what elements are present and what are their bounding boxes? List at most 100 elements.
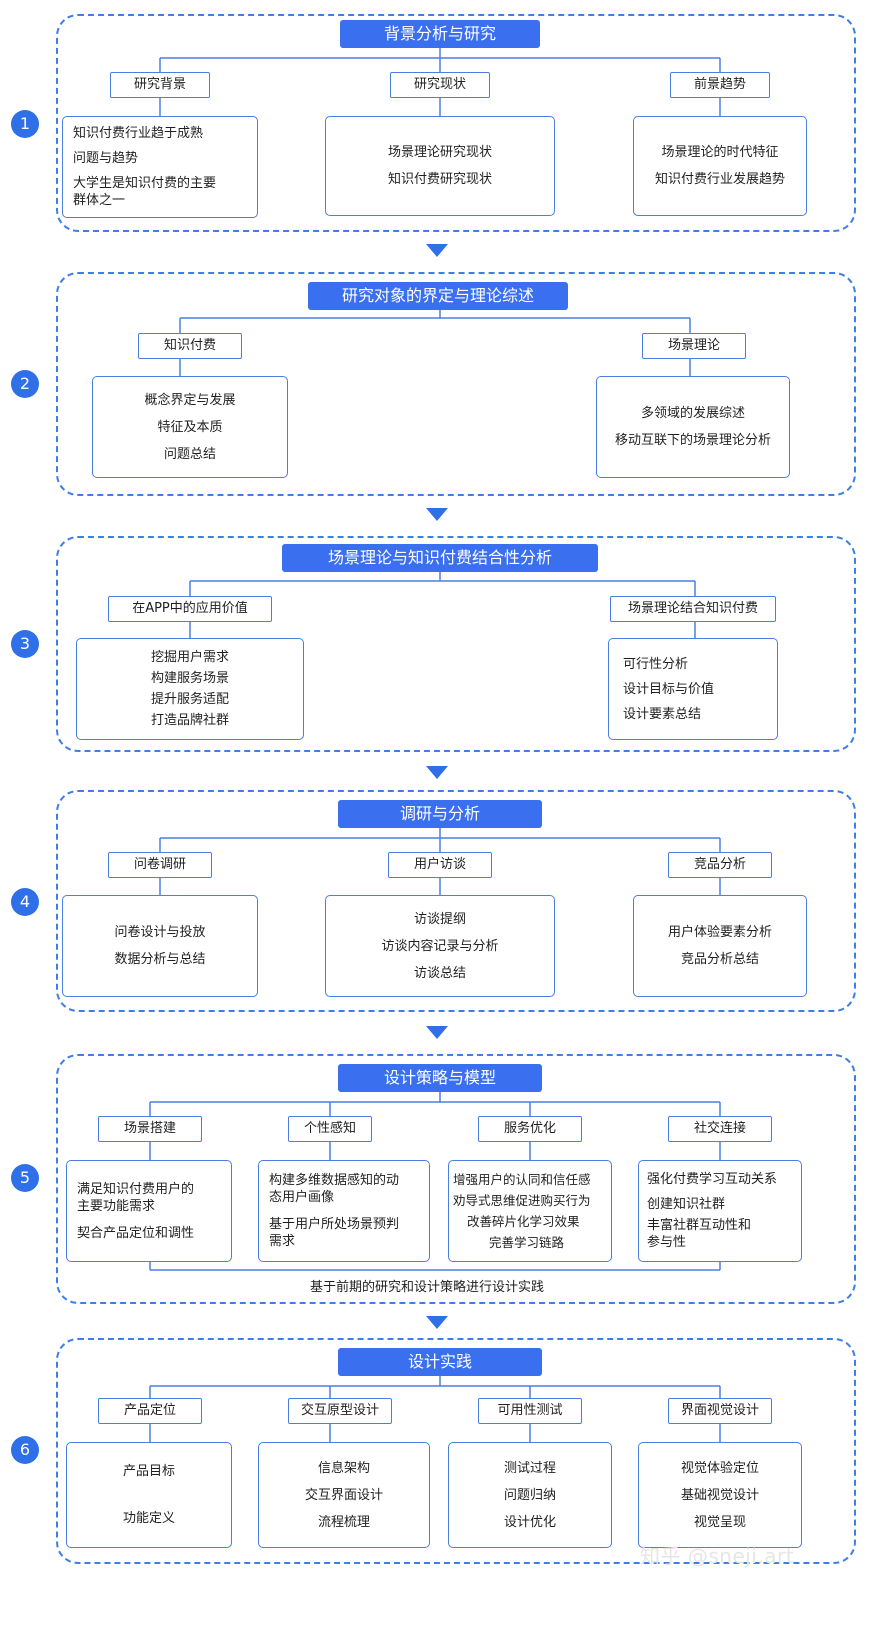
subtopic-label: 用户访谈	[388, 852, 492, 878]
subtopic-label: 可用性测试	[478, 1398, 582, 1424]
topic-line: 概念界定与发展	[144, 392, 236, 408]
subtopic-label: 研究现状	[390, 72, 490, 98]
step-number-5: 5	[11, 1164, 39, 1192]
topic-box: 挖掘用户需求 构建服务场景 提升服务适配 打造品牌社群	[76, 638, 304, 740]
topic-box: 构建多维数据感知的动 态用户画像 基于用户所处场景预判 需求	[258, 1160, 430, 1262]
topic-line: 场景理论研究现状	[387, 145, 492, 160]
topic-line: 构建多维数据感知的动	[269, 1173, 400, 1188]
step-number-3: 3	[11, 630, 39, 658]
subtopic-label: 问卷调研	[108, 852, 212, 878]
topic-line: 知识付费行业发展趋势	[654, 172, 785, 187]
section-2	[56, 272, 856, 496]
step-number-4: 4	[11, 888, 39, 916]
topic-line: 参与性	[647, 1235, 687, 1250]
topic-box: 访谈提纲 访谈内容记录与分析 访谈总结	[325, 895, 555, 997]
subtopic-label: 知识付费	[138, 333, 242, 359]
section-5	[56, 1054, 856, 1304]
section-title: 背景分析与研究	[340, 20, 540, 48]
subtopic-label: 前景趋势	[670, 72, 770, 98]
topic-line: 交互界面设计	[304, 1487, 383, 1503]
section-title: 设计实践	[338, 1348, 542, 1376]
topic-line: 访谈提纲	[413, 911, 466, 927]
subtopic-label: 研究背景	[110, 72, 210, 98]
topic-line: 知识付费行业趋于成熟	[73, 126, 204, 141]
topic-line: 丰富社群互动性和	[647, 1218, 752, 1233]
topic-box: 可行性分析 设计目标与价值 设计要素总结	[608, 638, 778, 740]
subtopic-label: 产品定位	[98, 1398, 202, 1424]
topic-box: 用户体验要素分析 竞品分析总结	[633, 895, 807, 997]
topic-line: 访谈总结	[413, 965, 466, 981]
watermark: 知乎 @sneji.art	[640, 1544, 795, 1568]
topic-line: 需求	[269, 1234, 296, 1249]
topic-line: 基础视觉设计	[680, 1487, 759, 1503]
subtopic-label: 交互原型设计	[288, 1398, 392, 1424]
topic-line: 完善学习链路	[489, 1235, 565, 1250]
topic-line: 创建知识社群	[647, 1197, 726, 1212]
topic-line: 问题与趋势	[73, 151, 139, 166]
down-arrow-icon	[426, 244, 448, 257]
subtopic-label: 场景理论	[642, 333, 746, 359]
topic-line: 访谈内容记录与分析	[381, 938, 499, 954]
topic-line: 打造品牌社群	[150, 713, 229, 728]
topic-line: 视觉呈现	[693, 1514, 746, 1530]
topic-line: 视觉体验定位	[680, 1460, 759, 1476]
topic-line: 数据分析与总结	[114, 952, 206, 967]
topic-line: 问题归纳	[503, 1487, 556, 1503]
subtopic-label: 场景理论结合知识付费	[610, 596, 776, 622]
topic-line: 多领域的发展综述	[640, 406, 745, 421]
subtopic-label: 在APP中的应用价值	[108, 596, 272, 622]
topic-line: 群体之一	[73, 193, 126, 208]
topic-line: 改善碎片化学习效果	[467, 1214, 580, 1229]
subtopic-label: 服务优化	[478, 1116, 582, 1142]
topic-box: 强化付费学习互动关系 创建知识社群 丰富社群互动性和 参与性	[638, 1160, 802, 1262]
subtopic-label: 社交连接	[668, 1116, 772, 1142]
subtopic-label: 竞品分析	[668, 852, 772, 878]
topic-line: 产品目标	[122, 1464, 175, 1479]
topic-box: 场景理论研究现状 知识付费研究现状	[325, 116, 555, 216]
topic-line: 移动互联下的场景理论分析	[614, 433, 771, 448]
topic-box: 知识付费行业趋于成熟 问题与趋势 大学生是知识付费的主要 群体之一	[62, 116, 258, 218]
topic-line: 强化付费学习互动关系	[647, 1172, 778, 1187]
topic-line: 契合产品定位和调性	[77, 1225, 195, 1241]
topic-line: 基于用户所处场景预判	[269, 1217, 400, 1232]
topic-box: 产品目标 功能定义	[66, 1442, 232, 1548]
down-arrow-icon	[426, 508, 448, 521]
section-title: 调研与分析	[338, 800, 542, 828]
subtopic-label: 界面视觉设计	[668, 1398, 772, 1424]
topic-line: 构建服务场景	[150, 671, 229, 686]
down-arrow-icon	[426, 1026, 448, 1039]
topic-line: 知识付费研究现状	[387, 172, 492, 187]
topic-line: 提升服务适配	[150, 692, 229, 707]
down-arrow-icon	[426, 766, 448, 779]
topic-line: 态用户画像	[269, 1190, 335, 1205]
step-number-1: 1	[11, 110, 39, 138]
topic-line: 可行性分析	[623, 656, 689, 672]
topic-line: 增强用户的认同和信任感	[453, 1172, 591, 1187]
topic-line: 信息架构	[317, 1460, 370, 1476]
topic-box: 满足知识付费用户的 主要功能需求 契合产品定位和调性	[66, 1160, 232, 1262]
topic-line: 设计目标与价值	[623, 681, 715, 697]
section-title: 研究对象的界定与理论综述	[308, 282, 568, 310]
subtopic-label: 个性感知	[288, 1116, 372, 1142]
topic-line: 测试过程	[503, 1460, 556, 1476]
topic-line: 问题总结	[163, 446, 216, 462]
topic-line: 满足知识付费用户的	[77, 1181, 195, 1197]
section-title: 场景理论与知识付费结合性分析	[282, 544, 598, 572]
down-arrow-icon	[426, 1316, 448, 1329]
topic-box: 测试过程 问题归纳 设计优化	[448, 1442, 612, 1548]
topic-line: 流程梳理	[317, 1514, 370, 1530]
topic-line: 竞品分析总结	[680, 952, 759, 967]
topic-box: 增强用户的认同和信任感 劝导式思维促进购买行为 改善碎片化学习效果 完善学习链路	[448, 1160, 612, 1262]
section-1	[56, 14, 856, 232]
topic-box: 多领域的发展综述 移动互联下的场景理论分析	[596, 376, 790, 478]
section-3	[56, 536, 856, 752]
topic-box: 概念界定与发展 特征及本质 问题总结	[92, 376, 288, 478]
topic-line: 设计要素总结	[623, 706, 702, 722]
topic-box: 信息架构 交互界面设计 流程梳理	[258, 1442, 430, 1548]
topic-box: 视觉体验定位 基础视觉设计 视觉呈现	[638, 1442, 802, 1548]
topic-line: 挖掘用户需求	[150, 650, 229, 665]
section-4	[56, 790, 856, 1012]
topic-line: 劝导式思维促进购买行为	[453, 1193, 591, 1208]
topic-line: 用户体验要素分析	[667, 925, 772, 940]
